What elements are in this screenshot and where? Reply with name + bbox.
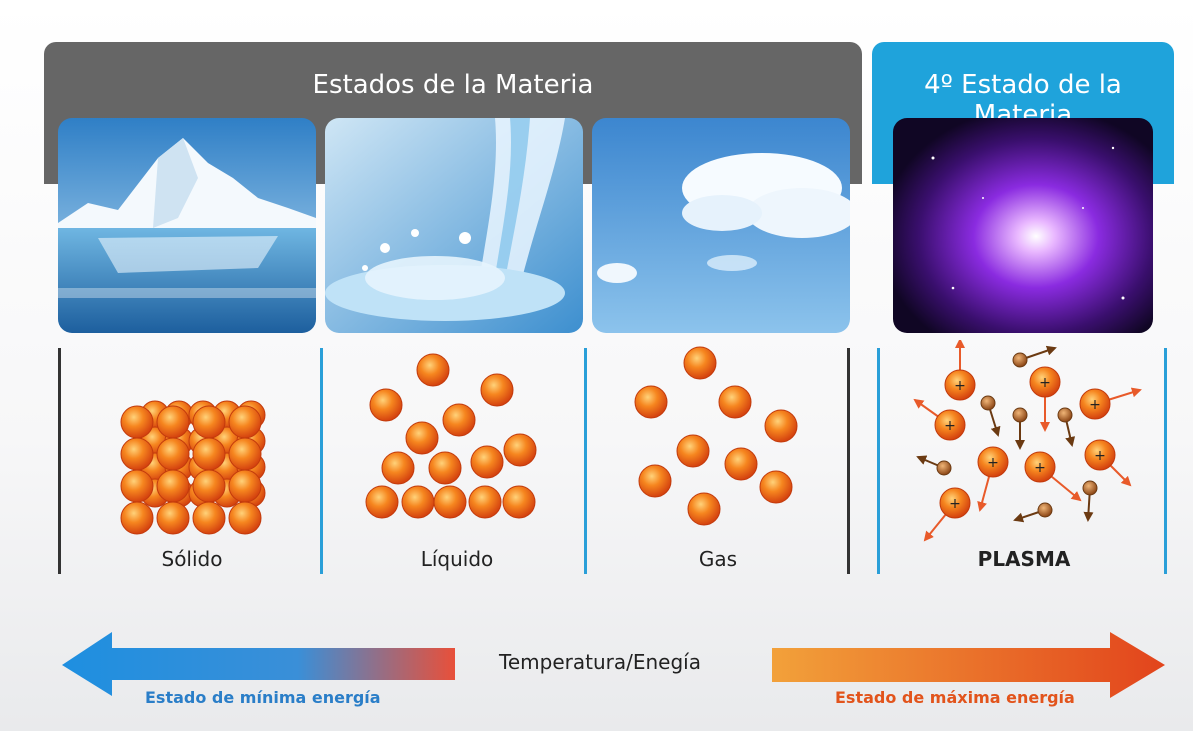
scale-center-label: Temperatura/Enegía	[499, 650, 701, 674]
solid-particle	[192, 405, 226, 439]
liquid-particle	[480, 373, 514, 407]
liquid-particle	[468, 485, 502, 519]
gas-label: Gas	[698, 547, 738, 571]
plasma-label: PLASMA	[977, 547, 1071, 571]
particle-diagrams: + + + + + + + +	[120, 340, 1142, 542]
liquid-particle	[416, 353, 450, 387]
liquid-particle	[381, 451, 415, 485]
solid-particle	[156, 437, 190, 471]
water-splash-image	[325, 118, 583, 333]
ion-plus-sign: +	[944, 418, 956, 434]
plasma-ion	[1084, 439, 1116, 471]
solid-particle	[156, 469, 190, 503]
energy-scale	[62, 632, 1165, 698]
plasma-ion	[1029, 366, 1061, 398]
ion-plus-sign: +	[1034, 460, 1046, 476]
plasma-electron	[1037, 502, 1053, 518]
plasma-electron	[1012, 407, 1028, 423]
liquid-label: Líquido	[420, 547, 494, 571]
gas-particle	[687, 492, 721, 526]
solid-particle	[192, 437, 226, 471]
ion-plus-sign: +	[1089, 397, 1101, 413]
solid-label: Sólido	[161, 547, 223, 571]
max-energy-label: Estado de máxima energía	[835, 688, 1075, 707]
divider-line	[320, 348, 323, 574]
liquid-particle	[433, 485, 467, 519]
cloudy-sky-image	[592, 118, 850, 333]
max-energy-arrow	[772, 632, 1165, 698]
liquid-particles	[365, 353, 537, 519]
liquid-particle	[405, 421, 439, 455]
liquid-particle	[502, 485, 536, 519]
plasma-ion	[1024, 451, 1056, 483]
liquid-particle	[442, 403, 476, 437]
plasma-electron	[936, 460, 952, 476]
gas-particle	[676, 434, 710, 468]
solid-particle	[228, 501, 262, 535]
gas-particles	[634, 346, 798, 526]
divider-line	[1164, 348, 1167, 574]
gas-particle	[683, 346, 717, 380]
solid-particle	[192, 501, 226, 535]
liquid-particle	[503, 433, 537, 467]
gas-particle	[718, 385, 752, 419]
gas-particle	[759, 470, 793, 504]
liquid-particle	[401, 485, 435, 519]
gas-particle	[638, 464, 672, 498]
ion-plus-sign: +	[1039, 375, 1051, 391]
plasma-ion	[977, 446, 1009, 478]
gas-particle	[724, 447, 758, 481]
ion-plus-sign: +	[1094, 448, 1106, 464]
plasma-electron	[980, 395, 996, 411]
divider-line	[847, 348, 850, 574]
solid-particle	[192, 469, 226, 503]
liquid-particle	[428, 451, 462, 485]
min-energy-label: Estado de mínima energía	[145, 688, 381, 707]
plasma-electron	[1012, 352, 1028, 368]
solid-particle	[228, 405, 262, 439]
plasma-ion	[939, 487, 971, 519]
iceberg-image	[58, 118, 316, 333]
solid-particles	[120, 400, 266, 535]
solid-particle	[156, 501, 190, 535]
solid-particle	[120, 501, 154, 535]
divider-line	[58, 348, 61, 574]
min-energy-arrow	[62, 632, 455, 696]
solid-particle	[120, 405, 154, 439]
plasma-electron	[1082, 480, 1098, 496]
solid-particle	[120, 469, 154, 503]
ion-plus-sign: +	[987, 455, 999, 471]
ion-plus-sign: +	[954, 378, 966, 394]
gas-particle	[764, 409, 798, 443]
liquid-particle	[470, 445, 504, 479]
ion-plus-sign: +	[949, 496, 961, 512]
liquid-particle	[365, 485, 399, 519]
states-title: Estados de la Materia	[312, 70, 594, 100]
plasma-ion	[944, 369, 976, 401]
solid-particle	[228, 437, 262, 471]
divider-line	[584, 348, 587, 574]
solid-particle	[156, 405, 190, 439]
plasma-ion	[934, 409, 966, 441]
plasma-ion	[1079, 388, 1111, 420]
plasma-electron	[1057, 407, 1073, 423]
gas-particle	[634, 385, 668, 419]
plasma-particles: + + + + + + + +	[913, 340, 1142, 542]
solid-particle	[120, 437, 154, 471]
liquid-particle	[369, 388, 403, 422]
divider-line	[877, 348, 880, 574]
nebula-image	[893, 118, 1153, 333]
solid-particle	[228, 469, 262, 503]
